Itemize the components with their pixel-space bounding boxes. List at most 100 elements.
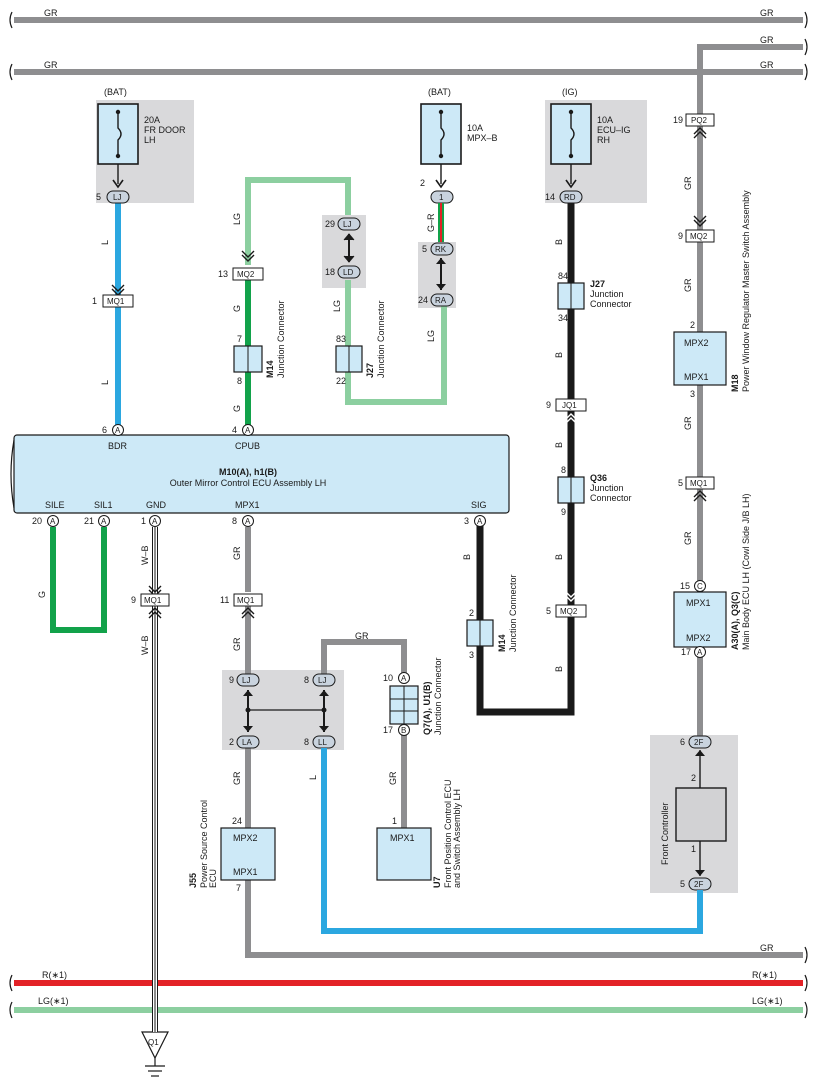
- junction-j27-a-code: J27: [365, 363, 375, 378]
- fuse-mpx-b-source: (BAT): [428, 87, 451, 97]
- wire-label-wb-1: W–B: [140, 545, 150, 565]
- connector-mq1-mpx-pin: 11: [220, 595, 229, 605]
- wire-g-loop: G: [37, 527, 107, 633]
- wire-label-b-3: B: [554, 442, 564, 448]
- ecu-j55-name-1: Power Source Control: [199, 800, 209, 888]
- connector-2f-6-name: 2F: [694, 738, 703, 747]
- ecu-j55-top: MPX2: [233, 833, 258, 843]
- main-ecu: M10(A), h1(B) Outer Mirror Control ECU A…: [10, 424, 510, 527]
- connector-jq1: JQ1 9: [546, 398, 587, 425]
- connector-lj-8-pin: 8: [304, 675, 309, 685]
- connector-mq2-b: MQ2 5: [546, 590, 587, 618]
- connector-ld-18-pin: 18: [325, 267, 335, 277]
- bus-label-lg-left: LG(∗1): [38, 996, 69, 1006]
- junction-q7-conn-bot: B: [401, 726, 406, 735]
- ecu-u7-name-1: Front Position Control ECU: [443, 779, 453, 888]
- wire-label-wb-2: W–B: [140, 635, 150, 655]
- bus-break-left: [9, 11, 13, 29]
- connector-ld-18-name: LD: [343, 268, 353, 277]
- ecu-a30-code: A30(A), Q3(C): [730, 591, 740, 650]
- connector-mq2-c: MQ2 9: [678, 215, 715, 243]
- connector-la-2-name: LA: [242, 738, 252, 747]
- pin-sile-conn: A: [50, 517, 56, 526]
- ecu-j55-pin-top: 24: [232, 816, 242, 826]
- junction-j27-a-pin-bot: 22: [336, 376, 346, 386]
- connector-mq1-a: MQ1 1: [92, 284, 134, 308]
- connector-mq1-c-pin: 5: [678, 478, 683, 488]
- pin-gnd-conn: A: [152, 517, 158, 526]
- pin-sig-label: SIG: [471, 500, 487, 510]
- bus-break-right-3: [804, 63, 808, 81]
- connector-lj-8-name: LJ: [318, 676, 326, 685]
- connector-mq2-b-name: MQ2: [560, 607, 578, 616]
- connector-mq1-a-box: [102, 294, 134, 308]
- connector-mq1-a-name: MQ1: [107, 297, 125, 306]
- ecu-a30-bottom: MPX2: [686, 633, 711, 643]
- junction-q7: A 10 B 17 Q7(A), U1(B) Junction Connecto…: [383, 657, 443, 736]
- junction-m14-b-code: M14: [497, 634, 507, 652]
- ecu-a30-conn-top: C: [697, 582, 703, 591]
- junction-j27-b-pin-top: 84: [558, 271, 568, 281]
- fuse-fr-door-name: FR DOOR: [144, 125, 186, 135]
- connector-pq2-pin: 19: [673, 115, 683, 125]
- pin-cpub-conn: A: [245, 426, 251, 435]
- connector-lj-fuse: LJ 5: [96, 190, 130, 204]
- fuse-fr-door-symbol: [117, 112, 122, 156]
- connector-mq2-b-pin: 5: [546, 606, 551, 616]
- connector-mq1-c: MQ1 5: [678, 476, 715, 502]
- ecu-a30-conn-bot: A: [697, 648, 703, 657]
- bus-label-r-left: R(∗1): [42, 970, 67, 980]
- ecu-u7-pin-top: 1: [392, 816, 397, 826]
- ecu-j55-bottom: MPX1: [233, 867, 258, 877]
- main-ecu-code: M10(A), h1(B): [219, 467, 277, 477]
- connector-mq2-a: MQ2 13: [218, 250, 264, 281]
- bus-break-right: [804, 11, 808, 29]
- connector-ra: RA 24: [418, 293, 454, 307]
- ecu-m18-bottom: MPX1: [684, 372, 709, 382]
- connector-ll-8-pin: 8: [304, 737, 309, 747]
- ecu-u7-name-2: and Switch Assembly LH: [452, 789, 462, 888]
- pin-sig-conn: A: [477, 517, 483, 526]
- connector-lj-29: LJ 29: [325, 217, 361, 263]
- connector-rk-pin: 5: [422, 244, 427, 254]
- wire-label-gr-m2: GR: [232, 637, 242, 651]
- ecu-u7-top: MPX1: [390, 833, 415, 843]
- junction-m14-a-pin-bot: 8: [237, 376, 242, 386]
- wire-label-b-4: B: [554, 554, 564, 560]
- connector-mq1-c-name: MQ1: [690, 479, 708, 488]
- fuse-fr-door-amp: 20A: [144, 115, 160, 125]
- ecu-a30: MPX1 MPX2 C 15 A 17 A30(A), Q3(C) Main B…: [673, 493, 751, 658]
- junction-m14-b-name: Junction Connector: [508, 574, 518, 652]
- connector-pq2: PQ2 19: [673, 113, 715, 139]
- wire-label-gr-m4: GR: [388, 771, 398, 785]
- wire-gr-mpx: GR GR GR GR GR GR: [232, 527, 808, 964]
- connector-rd-pin: 14: [545, 192, 555, 202]
- wire-label-g-1: G: [232, 305, 242, 312]
- connector-lj-9-name: LJ: [242, 676, 250, 685]
- wire-label-gr-m1: GR: [232, 546, 242, 560]
- connector-la-2-pin: 2: [229, 737, 234, 747]
- pin-sig-num: 3: [464, 516, 469, 526]
- wire-label-l-2: L: [100, 380, 110, 385]
- bus-line-gr-2: [697, 44, 803, 120]
- wire-label-gr-m3: GR: [232, 771, 242, 785]
- ecu-m18-top: MPX2: [684, 338, 709, 348]
- wire-label-b-2: B: [554, 352, 564, 358]
- ecu-a30-top: MPX1: [686, 598, 711, 608]
- fuse-ecu-ig-amp: 10A: [597, 115, 613, 125]
- junction-m14-b: 2 3 M14 Junction Connector: [466, 574, 518, 660]
- connector-mq2-a-box: [232, 267, 264, 281]
- connector-c1-pin: 2: [420, 178, 425, 188]
- connector-lj-9-pin: 9: [229, 675, 234, 685]
- wire-g-r: G–R: [426, 203, 444, 242]
- junction-q7-conn-top: A: [401, 674, 407, 683]
- fuse-ecu-ig-side: RH: [597, 135, 610, 145]
- ecu-a30-name: Main Body ECU LH (Cowl Side J/B LH): [741, 493, 751, 650]
- main-ecu-name: Outer Mirror Control ECU Assembly LH: [170, 478, 327, 488]
- ecu-m18-code: M18: [730, 374, 740, 392]
- bus-label-gr-bottom: GR: [760, 943, 774, 953]
- junction-q36-pin-top: 8: [561, 465, 566, 475]
- wire-w-b: W–B W–B MQ1 9: [131, 527, 170, 1032]
- ecu-u7-code: U7: [432, 876, 442, 888]
- wire-label-gr-r3: GR: [683, 416, 693, 430]
